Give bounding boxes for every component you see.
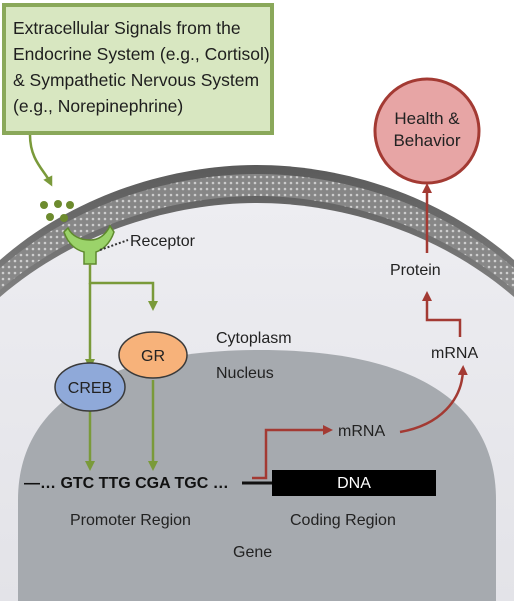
signals-line-1: Extracellular Signals from the [13,18,241,38]
green-pathways [85,264,158,471]
health-behavior-node: Health & Behavior [373,77,481,185]
receptor-pointer [99,239,129,251]
nucleus-label: Nucleus [216,365,274,382]
mrna-cytoplasm-label: mRNA [431,345,478,362]
protein-label: Protein [390,262,441,279]
dna-label: DNA [337,475,371,492]
signal-arrow [28,134,53,187]
signal-molecules [40,200,74,222]
mrna-nucleus-label: mRNA [338,423,385,440]
signals-line-3: & Sympathetic Nervous System [13,70,259,90]
health-behavior-line2: Behavior [393,131,460,150]
gr-node: GR [118,331,188,379]
signals-line-4: (e.g., Norepinephrine) [13,96,183,116]
creb-node: CREB [54,362,126,412]
coding-region-label: Coding Region [290,512,396,529]
health-behavior-line1: Health & [394,109,460,128]
creb-label: CREB [68,380,112,397]
red-pathways [252,183,468,480]
signals-line-2: Endocrine System (e.g., Cortisol) [13,44,270,64]
cell [0,165,514,601]
promoter-sequence: —… GTC TTG CGA TGC … [24,475,229,492]
gr-label: GR [141,348,165,365]
cytoplasm-label: Cytoplasm [216,330,292,347]
extracellular-signals-box: Extracellular Signals from the Endocrine… [2,3,274,135]
promoter-region-label: Promoter Region [70,512,191,529]
membrane-dots [0,174,514,290]
receptor-label: Receptor [130,233,196,250]
dna-bar [272,470,436,496]
nucleus [18,350,496,601]
receptor-icon [63,224,115,265]
gene-label: Gene [233,544,272,561]
